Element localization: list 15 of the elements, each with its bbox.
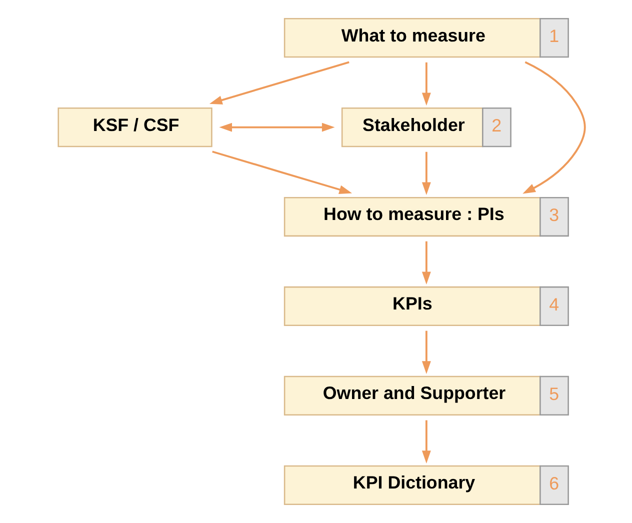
arrow — [208, 61, 349, 104]
arrow — [421, 420, 430, 464]
arrow — [421, 330, 430, 374]
node-label: 3 — [548, 204, 559, 225]
arrow — [421, 241, 430, 284]
node-label: 4 — [548, 294, 559, 314]
node-label: 2 — [491, 115, 502, 136]
arrow — [212, 150, 352, 194]
node-label: 1 — [548, 26, 559, 46]
arrow — [421, 62, 430, 106]
arrow — [522, 61, 586, 194]
node-label: 5 — [548, 384, 559, 404]
arrow — [421, 152, 430, 196]
node-label: 6 — [548, 473, 559, 494]
arrow — [218, 122, 334, 132]
